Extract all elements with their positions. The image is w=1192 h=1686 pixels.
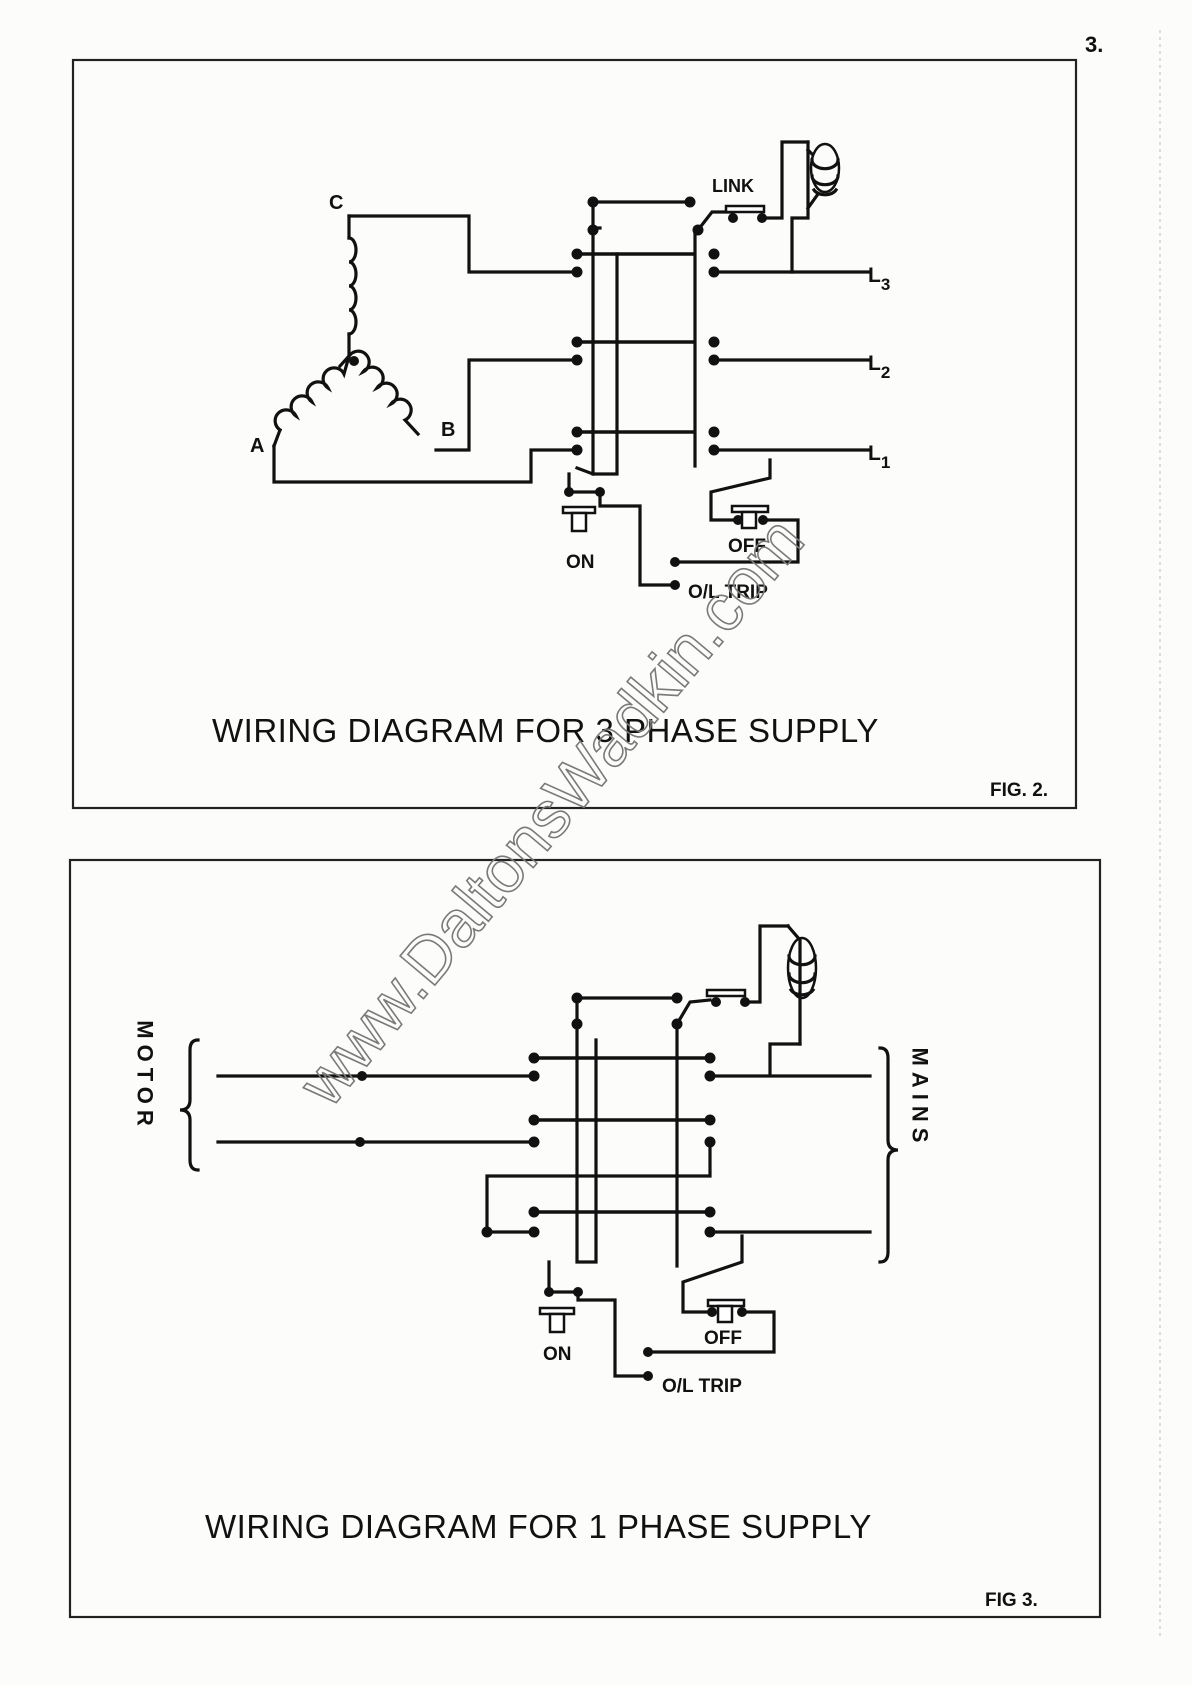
motor-brace <box>180 1040 198 1170</box>
link-label: LINK <box>712 176 754 196</box>
figure-label: FIG. 2. <box>990 780 1048 801</box>
motor-label: MOTOR <box>133 1020 158 1131</box>
terminal-c-label: C <box>329 192 343 214</box>
figure-3-phase: C A B <box>73 60 1076 808</box>
on-label-3ph: ON <box>566 552 595 573</box>
off-label-1ph: OFF <box>704 1328 742 1349</box>
mains-label: MAINS <box>908 1048 933 1149</box>
motor-wiring <box>274 216 577 482</box>
trip-label-1ph: O/L TRIP <box>662 1376 742 1397</box>
motor-wires-1ph <box>218 1071 534 1147</box>
contactor <box>572 197 720 475</box>
line-l2-label: L2 <box>868 352 890 382</box>
contactor-1ph <box>482 993 716 1267</box>
line-l1-label: L1 <box>868 442 890 472</box>
figure-1-phase: MOTOR MAINS <box>70 860 1100 1617</box>
figure-title: WIRING DIAGRAM FOR 3 PHASE SUPPLY <box>212 712 879 749</box>
terminal-b-label: B <box>441 419 455 441</box>
on-label-1ph: ON <box>543 1344 572 1365</box>
motor-star-winding <box>274 216 418 446</box>
page-number: 3. <box>1085 32 1103 57</box>
figure-frame <box>70 860 1100 1617</box>
figure-label: FIG 3. <box>985 1590 1038 1611</box>
supply-lines <box>714 272 868 450</box>
figure-title: WIRING DIAGRAM FOR 1 PHASE SUPPLY <box>205 1508 872 1545</box>
watermark: www.DaltonsWadkin.com <box>283 503 817 1120</box>
line-l3-label: L3 <box>868 264 890 294</box>
terminal-a-label: A <box>250 435 264 457</box>
coil-and-link-1ph <box>677 926 816 1044</box>
mains-brace <box>880 1048 898 1262</box>
